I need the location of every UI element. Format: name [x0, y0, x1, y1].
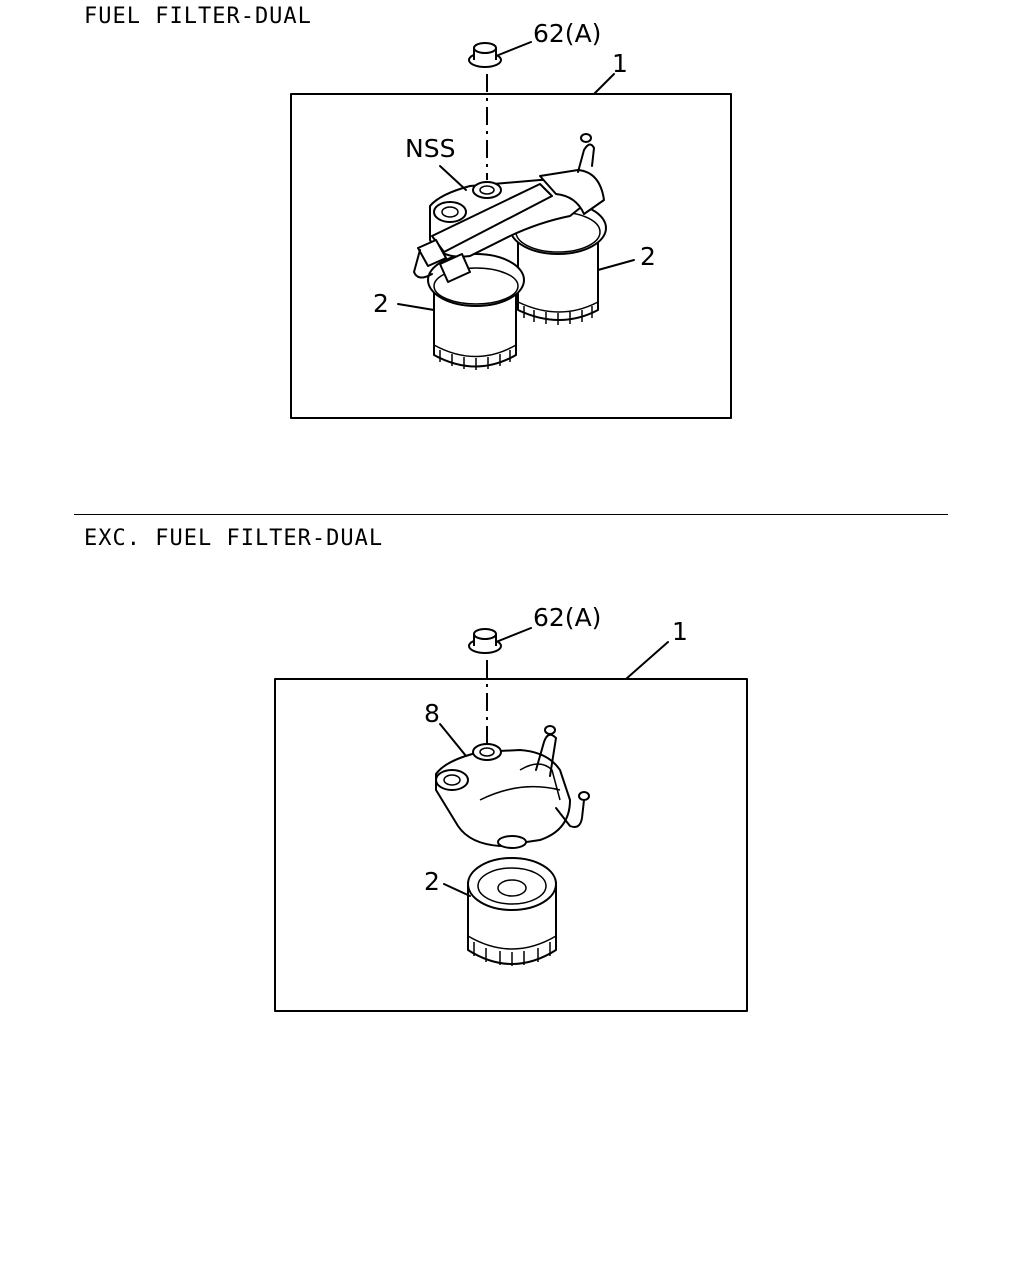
callout-assembly-dual: 1 — [612, 49, 628, 78]
filter-element-icon — [467, 857, 557, 966]
dual-filter-assembly: 62(A) 1 NSS 2 2 — [290, 19, 732, 419]
filter-head-dual-icon — [413, 133, 605, 283]
filter-head-icon — [435, 725, 590, 849]
callout-assembly-single: 1 — [672, 617, 688, 646]
flange-nut-icon — [468, 42, 502, 68]
callout-bracket-nss: NSS — [405, 134, 455, 163]
assembly-frame-single — [274, 678, 748, 1012]
callout-nut-dual: 62(A) — [533, 19, 601, 48]
section-title-dual: FUEL FILTER-DUAL — [84, 4, 312, 29]
callout-nut-single: 62(A) — [533, 603, 601, 632]
callout-element-left: 2 — [373, 289, 389, 318]
assembly-frame-dual — [290, 93, 732, 419]
section-title-single: EXC. FUEL FILTER-DUAL — [84, 526, 384, 551]
callout-head: 8 — [424, 699, 440, 728]
flange-nut-icon — [468, 628, 502, 654]
callout-element-right: 2 — [640, 242, 656, 271]
callout-element: 2 — [424, 867, 440, 896]
single-filter-assembly: 62(A) 1 8 2 — [274, 603, 748, 1012]
section-divider — [74, 514, 948, 515]
